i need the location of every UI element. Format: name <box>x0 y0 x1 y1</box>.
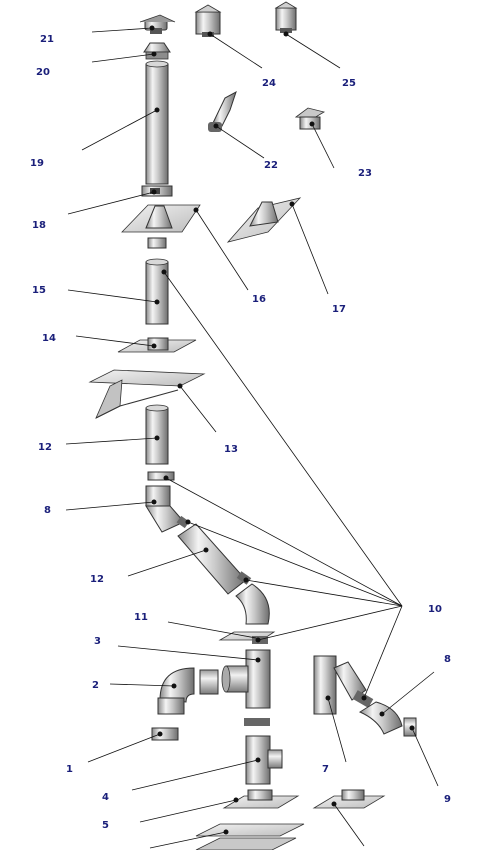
part-elbow-lower <box>235 583 270 625</box>
part-19-pipe <box>145 60 169 185</box>
callout-10: 10 <box>428 604 442 615</box>
part-17-roof-flashing <box>226 197 302 243</box>
part-4-tee <box>244 718 283 785</box>
callout-20: 20 <box>36 67 50 78</box>
callout-18: 18 <box>32 220 46 231</box>
part-21-cap <box>139 14 176 34</box>
callout-8-right: 8 <box>444 654 451 665</box>
leader-lines <box>65 25 439 849</box>
part-plate-right <box>312 789 386 809</box>
callout-labels: 21 20 24 25 19 22 23 18 16 17 15 14 13 1… <box>30 34 451 831</box>
part-14-ceiling-plate <box>117 337 197 353</box>
callout-12-angled: 12 <box>90 574 104 585</box>
callout-14: 14 <box>42 333 56 344</box>
part-13-wall-bracket <box>88 369 206 419</box>
part-elbow-upper <box>145 485 185 533</box>
callout-15: 15 <box>32 285 46 296</box>
callout-3: 3 <box>94 636 101 647</box>
callout-9: 9 <box>444 794 451 805</box>
part-12-pipe-upper <box>145 404 169 465</box>
part-8-elbow-right <box>352 690 403 735</box>
part-2-elbow <box>157 667 219 715</box>
callout-8-upper: 8 <box>44 505 51 516</box>
callout-2: 2 <box>92 680 99 691</box>
callout-21: 21 <box>40 34 54 45</box>
part-8-clamp-upper <box>147 471 175 481</box>
callout-1: 1 <box>66 764 73 775</box>
callout-4: 4 <box>102 792 109 803</box>
callout-24: 24 <box>262 78 276 89</box>
part-12-pipe-angled <box>176 515 252 595</box>
callout-17: 17 <box>332 304 346 315</box>
callout-5: 5 <box>102 820 109 831</box>
part-20-top-fitting <box>143 42 171 60</box>
callout-25: 25 <box>342 78 356 89</box>
part-15-pipe <box>145 237 169 325</box>
callout-13: 13 <box>224 444 238 455</box>
part-1-clamp <box>151 727 179 741</box>
callout-16: 16 <box>252 294 266 305</box>
part-5-plate <box>195 789 305 850</box>
callout-22: 22 <box>264 160 278 171</box>
callout-12-upper: 12 <box>38 442 52 453</box>
part-18-clamp <box>141 185 173 197</box>
part-16-roof-flashing <box>121 204 201 233</box>
part-22-damper <box>208 90 237 132</box>
callout-7: 7 <box>322 764 329 775</box>
part-23-cap <box>294 107 326 130</box>
callout-19: 19 <box>30 158 44 169</box>
part-24-cap <box>194 4 222 37</box>
callout-11: 11 <box>134 612 148 623</box>
callout-23: 23 <box>358 168 372 179</box>
part-7-tee <box>313 655 367 715</box>
part-25-cap <box>274 1 298 33</box>
